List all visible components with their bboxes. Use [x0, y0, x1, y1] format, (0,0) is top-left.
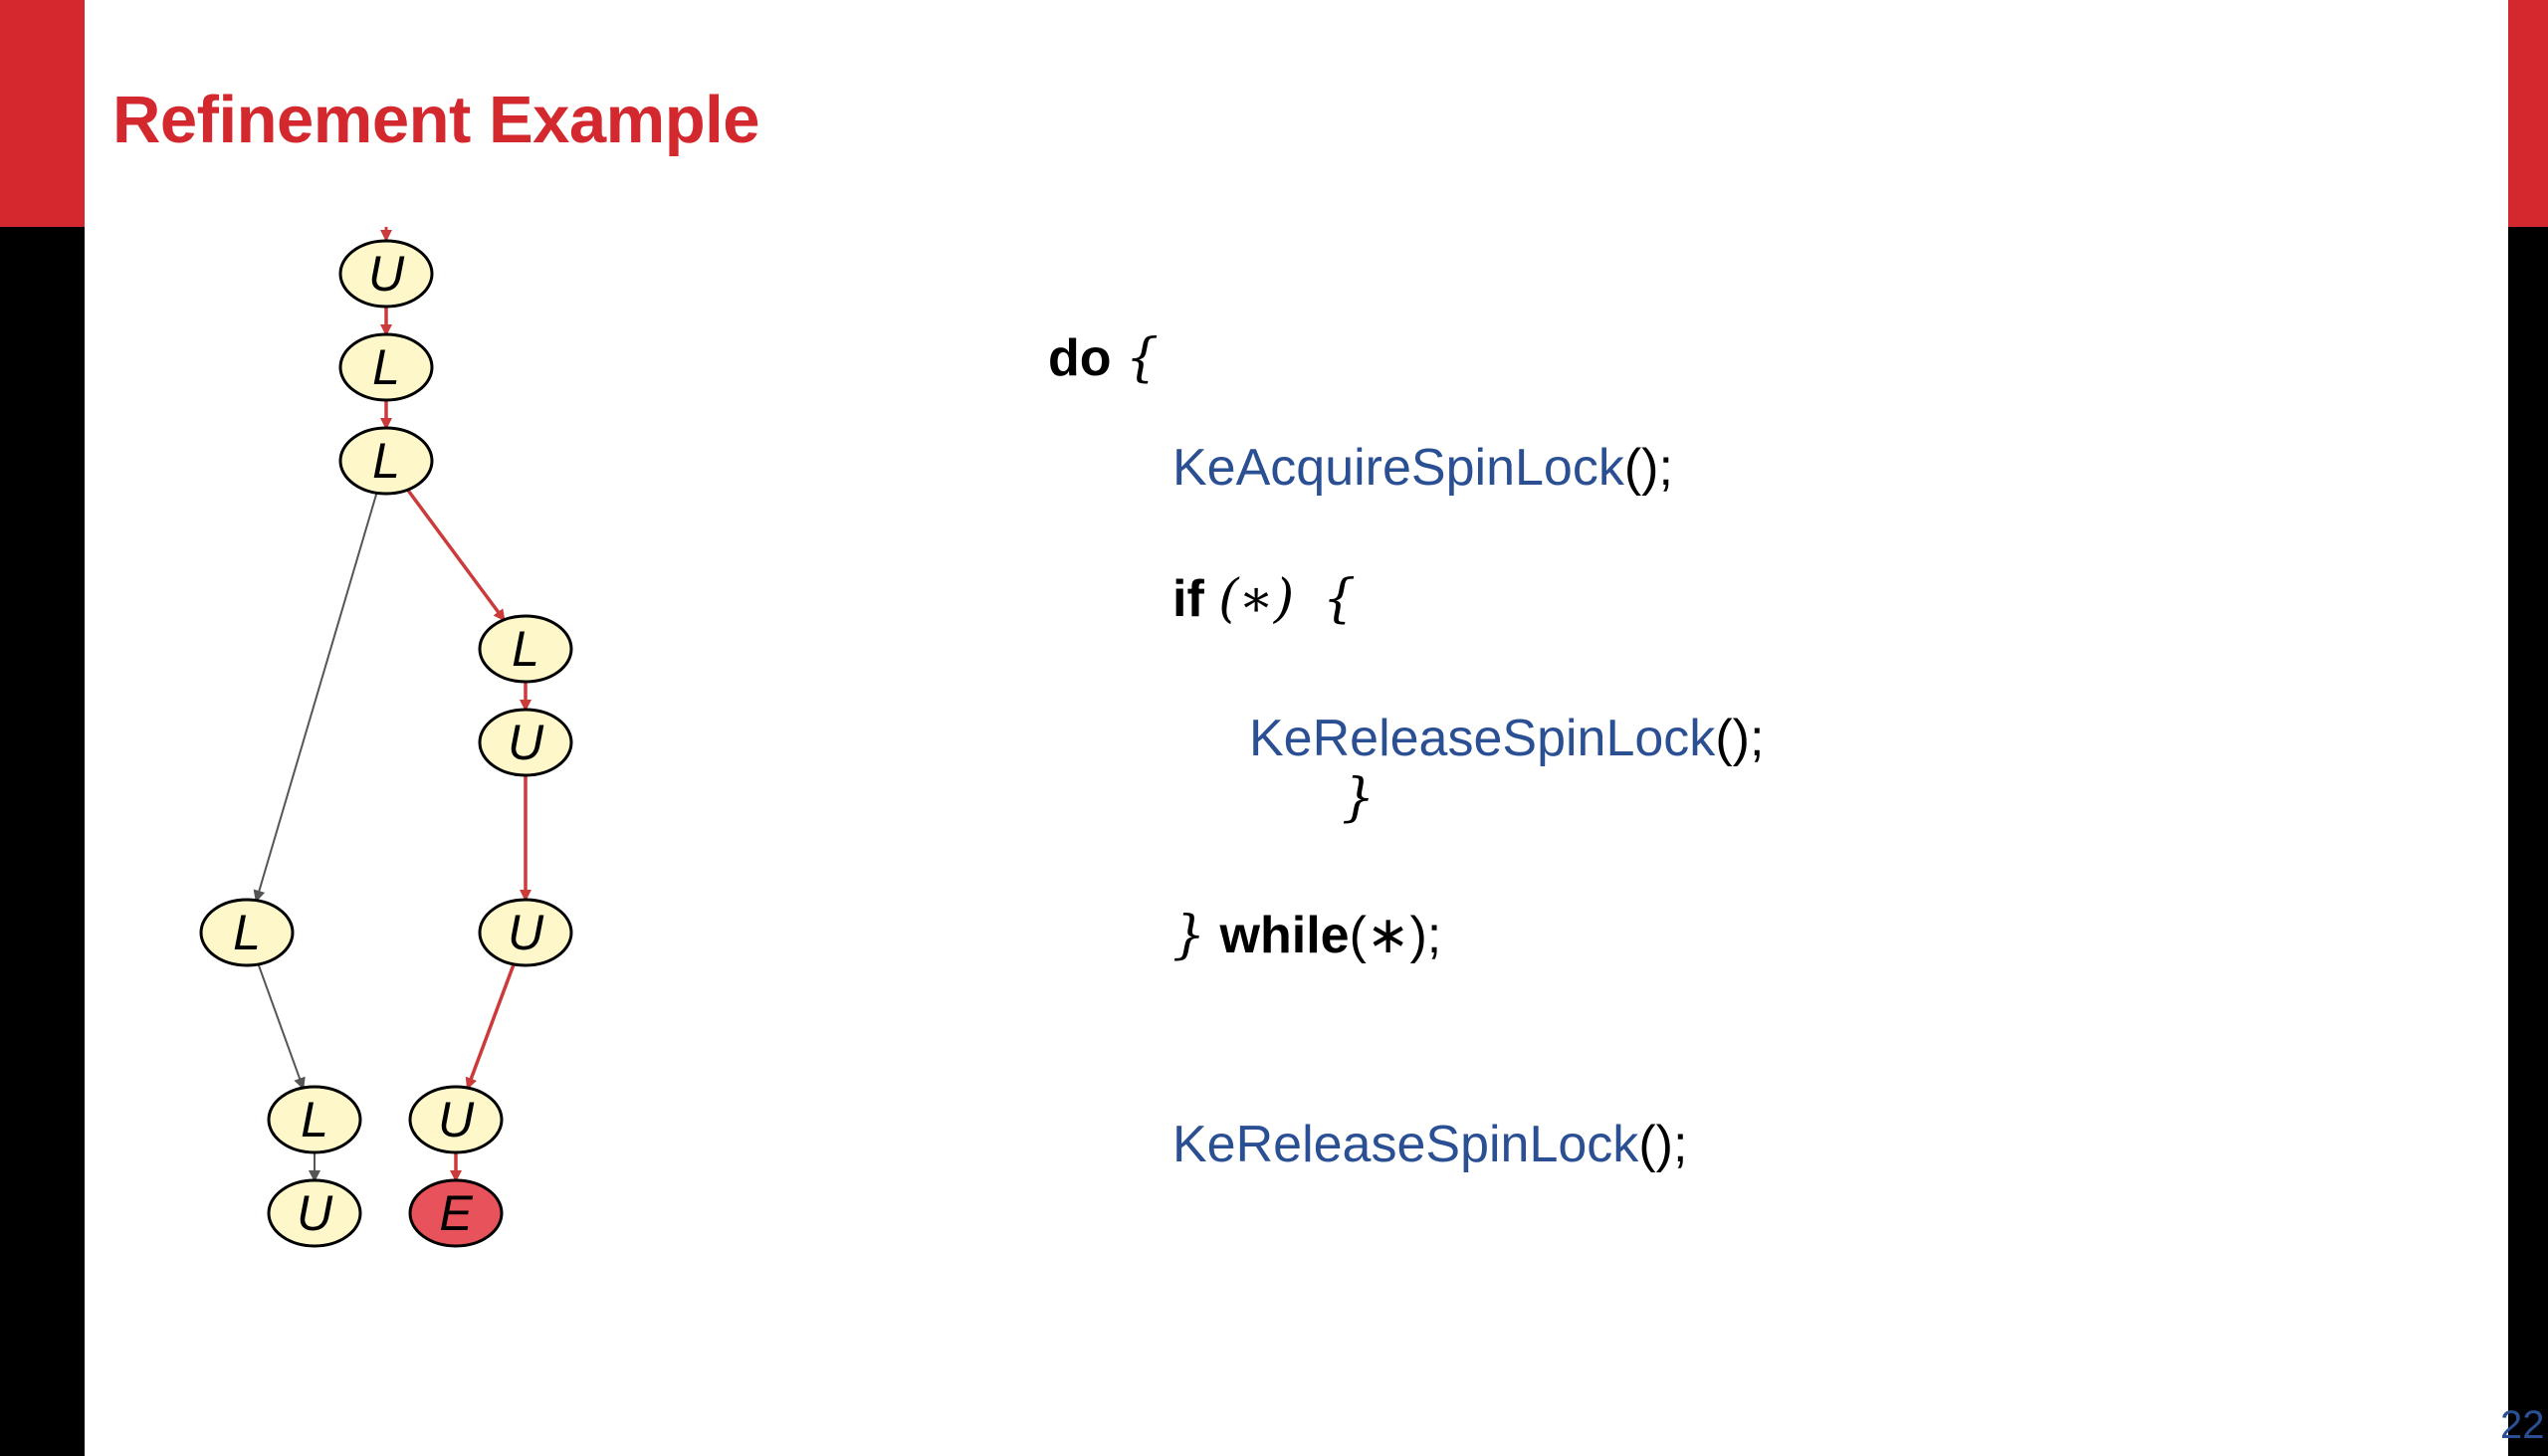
- edge-n7-n10: [465, 963, 516, 1090]
- close-brace: }: [1172, 906, 1206, 965]
- node-label: L: [372, 339, 400, 395]
- page-number: 22: [2500, 1403, 2545, 1447]
- open-brace: {: [1125, 328, 1160, 388]
- nondet-condition: (∗);: [1349, 907, 1442, 964]
- code-line-do: do {: [1048, 328, 1159, 388]
- node-ellipse: [478, 614, 573, 684]
- keyword-do: do: [1048, 329, 1112, 387]
- graph-node-l: L: [267, 1085, 362, 1154]
- node-ellipse: [478, 708, 573, 777]
- graph-node-l: L: [338, 332, 434, 402]
- code-line-release-outer: KeReleaseSpinLock();: [1172, 1115, 1687, 1174]
- close-brace: }: [1342, 768, 1376, 828]
- node-label: L: [512, 621, 539, 677]
- graph-node-u: U: [338, 239, 434, 309]
- node-label: U: [297, 1185, 333, 1241]
- node-ellipse: [338, 239, 434, 309]
- slide-title: Refinement Example: [112, 83, 760, 157]
- node-ellipse: [408, 1178, 504, 1248]
- node-ellipse: [267, 1085, 362, 1154]
- node-ellipse: [338, 332, 434, 402]
- call-parens: ();: [1715, 710, 1765, 767]
- accent-bar-left: [0, 0, 85, 227]
- accent-bar-right: [2508, 0, 2548, 227]
- function-ke-release-spin-lock: KeReleaseSpinLock: [1172, 1116, 1639, 1173]
- code-line-close-if: }: [1342, 768, 1375, 828]
- call-parens: ();: [1623, 439, 1673, 497]
- graph-node-l: L: [338, 426, 434, 496]
- code-line-acquire: KeAcquireSpinLock();: [1172, 438, 1673, 498]
- function-ke-release-spin-lock: KeReleaseSpinLock: [1249, 710, 1716, 767]
- graph-node-u: U: [267, 1178, 362, 1248]
- open-brace: {: [1323, 569, 1357, 629]
- graph-node-u: U: [478, 708, 573, 777]
- node-ellipse: [199, 898, 295, 967]
- node-label: E: [439, 1185, 473, 1241]
- node-ellipse: [408, 1085, 504, 1154]
- node-label: U: [508, 715, 544, 770]
- node-ellipse: [478, 898, 573, 967]
- code-line-if: if (∗) {: [1172, 569, 1356, 629]
- node-ellipse: [267, 1178, 362, 1248]
- edge-n3-n4: [406, 489, 506, 622]
- graph-node-e: E: [408, 1178, 504, 1248]
- edge-n3-n6: [253, 493, 378, 903]
- graph-node-u: U: [478, 898, 573, 967]
- node-label: U: [368, 246, 405, 302]
- function-ke-acquire-spin-lock: KeAcquireSpinLock: [1172, 439, 1624, 497]
- call-parens: ();: [1638, 1116, 1688, 1173]
- graph-node-u: U: [408, 1085, 504, 1154]
- keyword-while: while: [1219, 907, 1350, 964]
- node-label: L: [301, 1092, 328, 1147]
- node-label: U: [438, 1092, 475, 1147]
- keyword-if: if: [1172, 570, 1204, 628]
- nondet-condition: (∗): [1218, 569, 1295, 629]
- node-label: L: [372, 433, 400, 489]
- edge-n6-n8: [257, 963, 306, 1090]
- node-label: L: [233, 905, 261, 960]
- graph-node-l: L: [478, 614, 573, 684]
- code-line-release-inner: KeReleaseSpinLock();: [1249, 709, 1764, 768]
- graph-node-l: L: [199, 898, 295, 967]
- code-line-while: } while(∗);: [1172, 906, 1441, 965]
- node-label: U: [508, 905, 544, 960]
- node-ellipse: [338, 426, 434, 496]
